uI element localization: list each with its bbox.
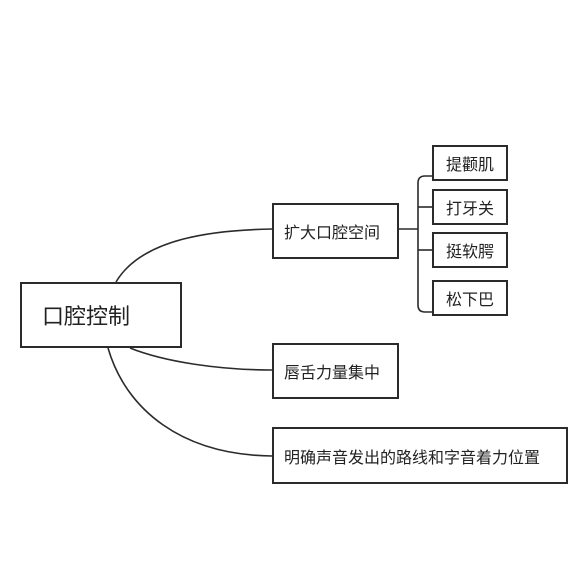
leaf-node-lift-cheek-muscles[interactable]: 提颧肌 bbox=[432, 145, 508, 181]
branch-node-label: 扩大口腔空间 bbox=[284, 223, 381, 242]
leaf-node-label: 挺软腭 bbox=[445, 242, 494, 261]
leaf-node-raise-soft-palate[interactable]: 挺软腭 bbox=[432, 232, 508, 268]
connector-root-to-branch-3 bbox=[107, 347, 273, 457]
connector-root-to-branch-1 bbox=[115, 228, 273, 283]
branch-node-label: 明确声音发出的路线和字音着力位置 bbox=[284, 447, 541, 467]
leaf-node-label: 打牙关 bbox=[445, 199, 494, 218]
branch-node-sound-route[interactable]: 明确声音发出的路线和字音着力位置 bbox=[272, 427, 568, 484]
branch-node-expand-oral-space[interactable]: 扩大口腔空间 bbox=[272, 203, 399, 259]
leaf-node-label: 松下巴 bbox=[445, 290, 494, 309]
connector-root-to-branch-2 bbox=[129, 347, 273, 371]
leaf-node-label: 提颧肌 bbox=[445, 155, 494, 174]
branch-node-label: 唇舌力量集中 bbox=[284, 363, 381, 382]
branch-node-lip-tongue-strength[interactable]: 唇舌力量集中 bbox=[272, 343, 399, 399]
leaf-node-open-jaw[interactable]: 打牙关 bbox=[432, 189, 508, 225]
leaf-node-relax-jaw[interactable]: 松下巴 bbox=[432, 280, 508, 316]
root-node-label: 口腔控制 bbox=[42, 305, 131, 330]
connector-branch-1-bracket bbox=[417, 175, 432, 313]
root-node[interactable]: 口腔控制 bbox=[20, 282, 182, 348]
